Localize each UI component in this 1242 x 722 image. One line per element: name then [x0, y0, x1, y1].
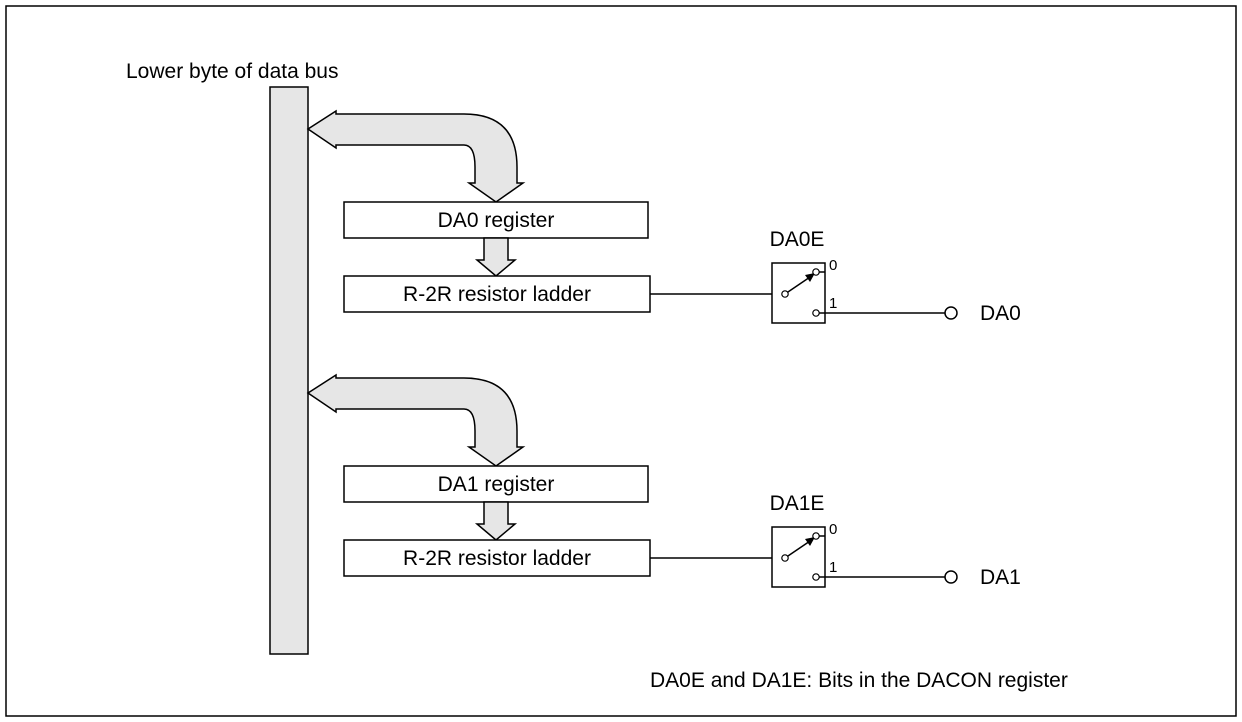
- diagram-frame: [5, 5, 1237, 717]
- switch-da0e-pivot: [781, 290, 789, 298]
- switch-da0e-arrowhead: [805, 273, 815, 282]
- ladder-0-box: [343, 275, 651, 313]
- switch-da0e-label: DA0E: [770, 228, 825, 251]
- switch-da1e-arrowhead: [805, 537, 815, 546]
- output-terminal-da1: [944, 570, 958, 584]
- ladder-1-box: [343, 539, 651, 577]
- channel-0: DA0 register R-2R resistor ladder DA0E 0…: [306, 109, 1021, 325]
- da1-register-label: DA1 register: [438, 473, 555, 496]
- data-bus: [269, 86, 309, 655]
- output-terminal-da0: [944, 306, 958, 320]
- da0-register-label: DA0 register: [438, 209, 555, 232]
- register-to-ladder-arrow-1: [474, 501, 518, 541]
- switch-da1e-pos1: 1: [829, 559, 837, 576]
- switch-da1e-contact-0: [812, 532, 820, 540]
- bus-arrow-1: [306, 373, 526, 467]
- output-label-da1: DA1: [980, 566, 1021, 589]
- da0-register-box: [343, 201, 649, 239]
- channel-1: DA1 register R-2R resistor ladder DA1E 0…: [306, 373, 1021, 589]
- output-label-da0: DA0: [980, 302, 1021, 325]
- switch-da1e-label: DA1E: [770, 492, 825, 515]
- switch-da1e-contact-1: [812, 573, 820, 581]
- bus-label: Lower byte of data bus: [126, 60, 338, 83]
- ladder-1-label: R-2R resistor ladder: [403, 547, 591, 570]
- switch-da0e-contact-1: [812, 309, 820, 317]
- switch-da1e-pos0: 0: [829, 521, 837, 538]
- ladder-0-label: R-2R resistor ladder: [403, 283, 591, 306]
- register-to-ladder-arrow-0: [474, 237, 518, 277]
- footnote: DA0E and DA1E: Bits in the DACON registe…: [650, 669, 1068, 692]
- switch-da0e-contact-0: [812, 268, 820, 276]
- switch-da0e-pos0: 0: [829, 257, 837, 274]
- da1-register-box: [343, 465, 649, 503]
- switch-da1e-pivot: [781, 554, 789, 562]
- switch-da0e-pos1: 1: [829, 295, 837, 312]
- bus-arrow-0: [306, 109, 526, 203]
